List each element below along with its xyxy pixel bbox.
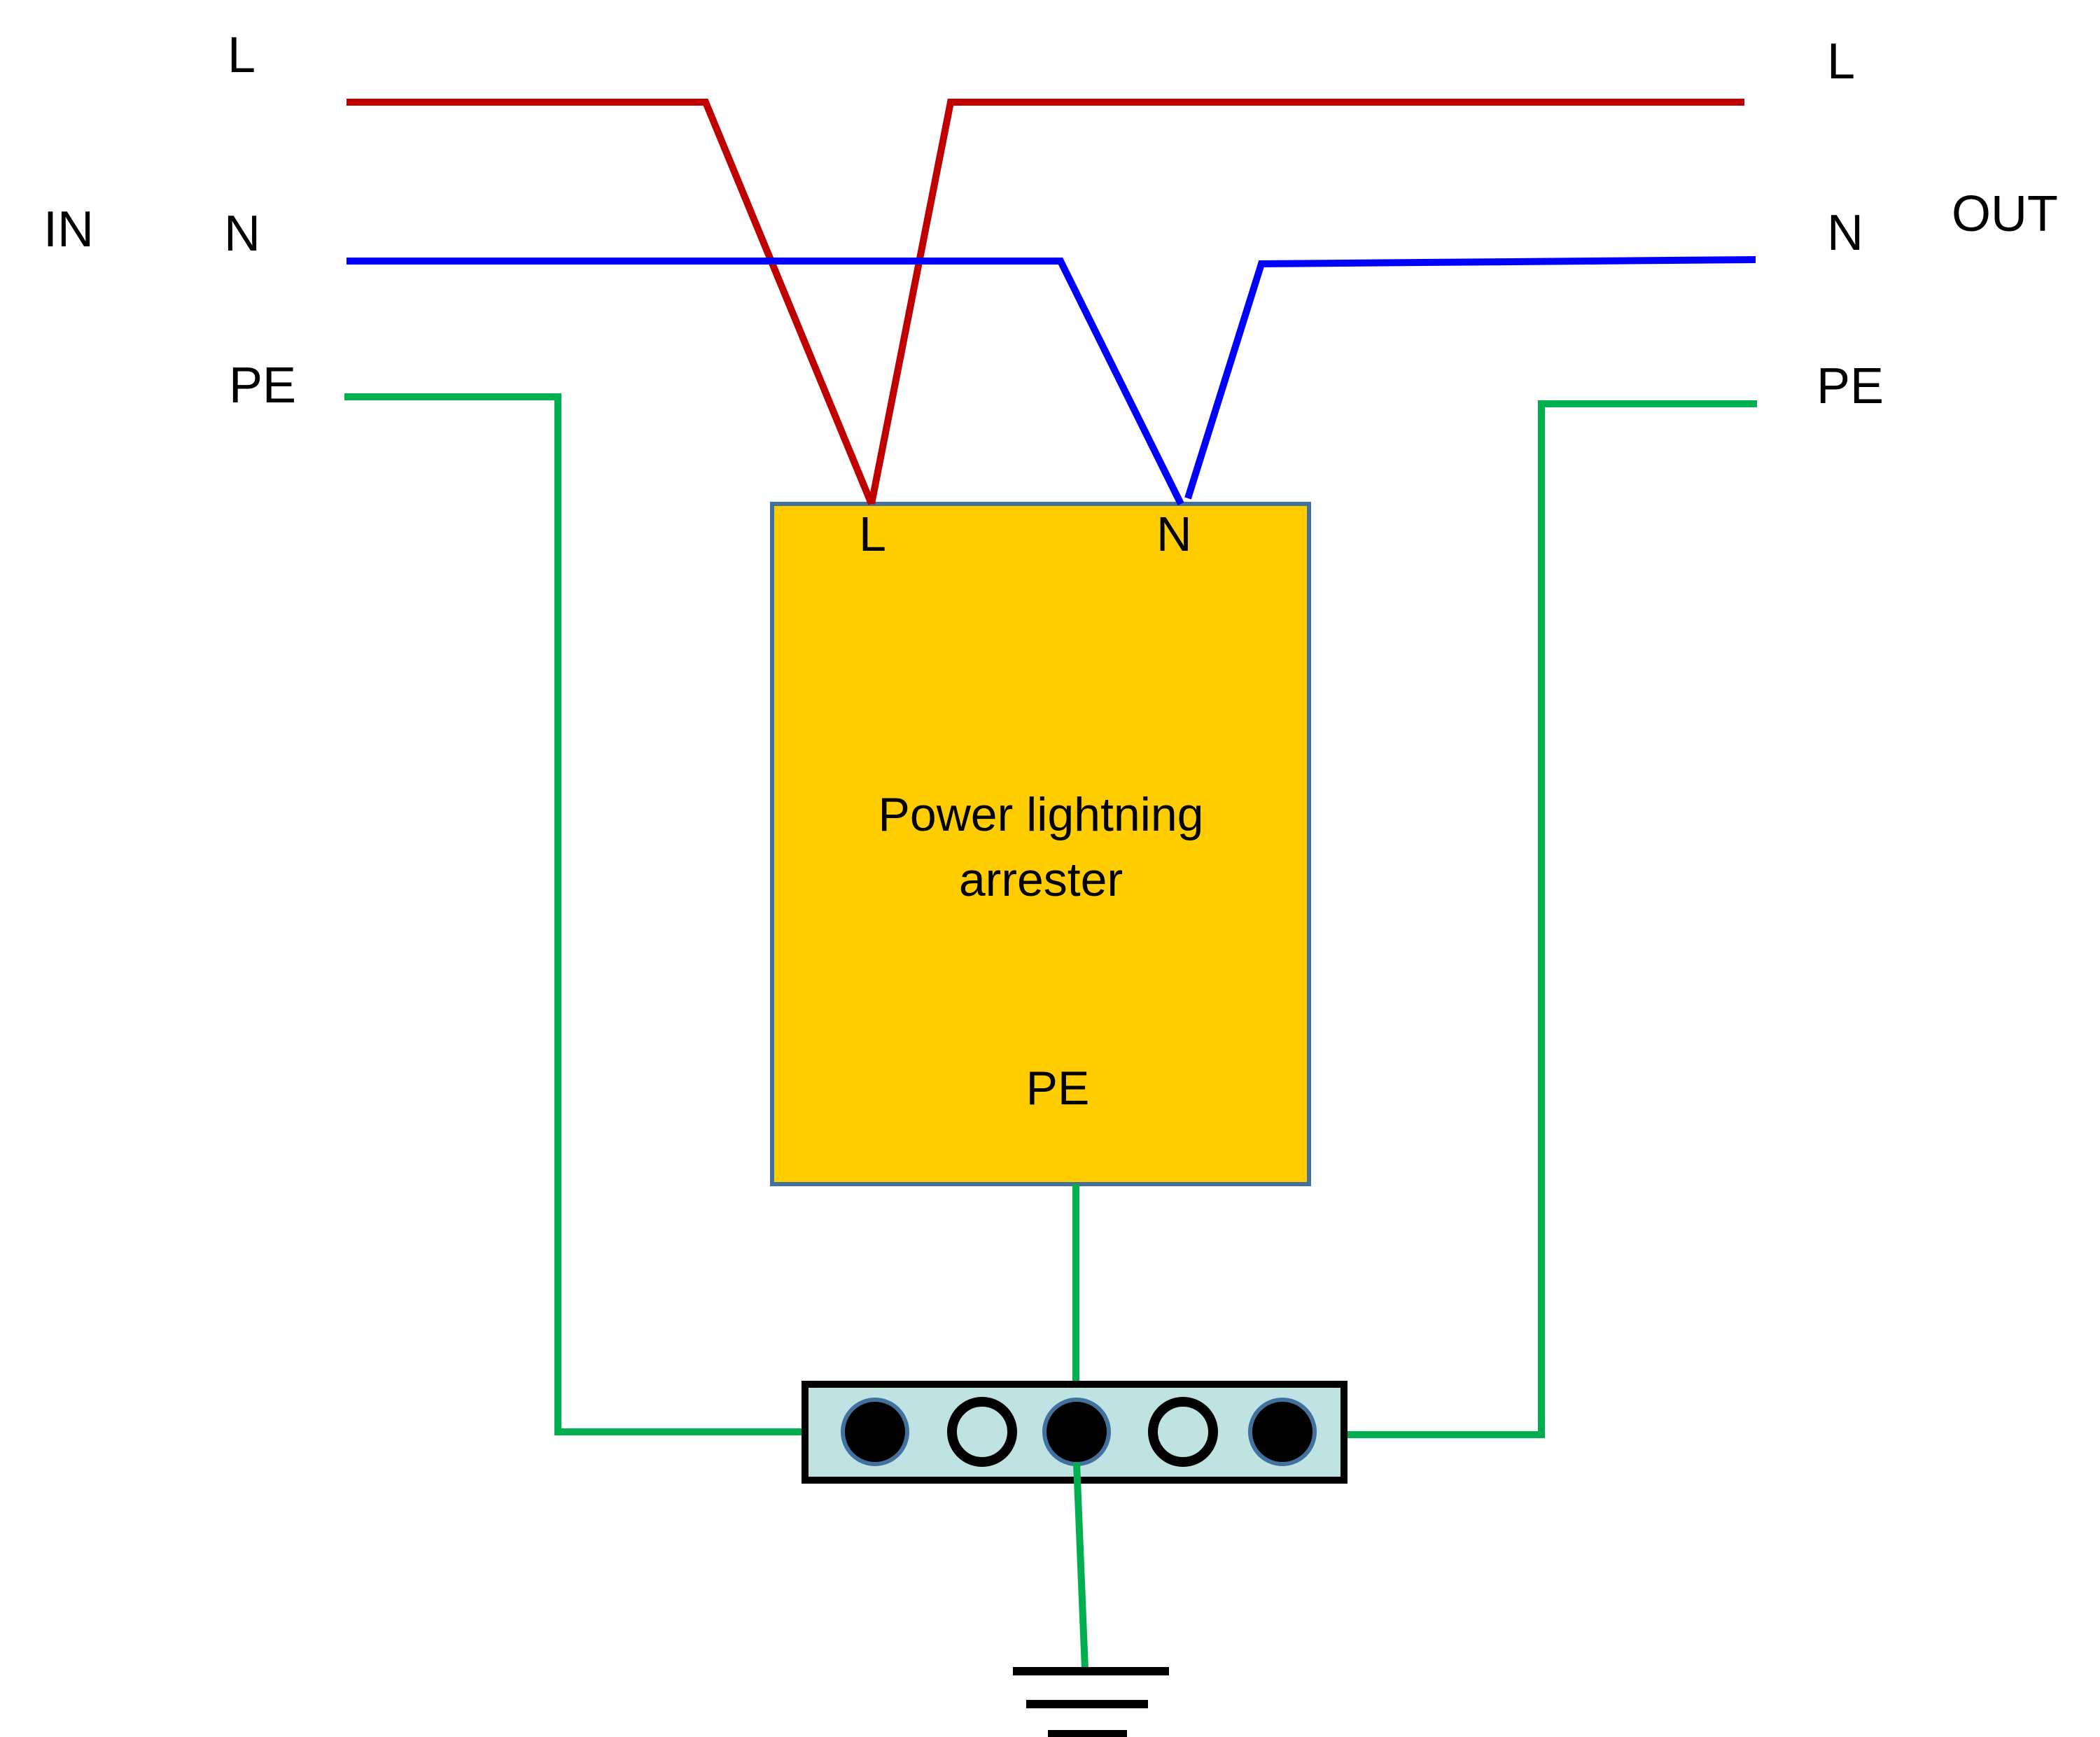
arrester-neutral-terminal-label: N	[1156, 507, 1192, 561]
input-line-label: L	[227, 27, 255, 83]
arrester-name-line-2: arrester	[959, 853, 1123, 906]
arrester-line-terminal-label: L	[859, 507, 886, 561]
bar-terminal-empty	[1148, 1397, 1218, 1467]
neutral-wire-in	[346, 258, 1184, 506]
earth-wire-out	[1320, 400, 1757, 1438]
earth-wire-in	[344, 393, 840, 1435]
arrester-name-line-1: Power lightning	[878, 788, 1204, 841]
output-neutral-label: N	[1827, 205, 1863, 261]
input-earth-label: PE	[229, 358, 296, 414]
bar-terminal-filled	[1042, 1398, 1111, 1466]
output-group-label: OUT	[1952, 186, 2058, 242]
arrester-earth-terminal-label: PE	[1026, 1062, 1090, 1115]
input-group-label: IN	[43, 202, 94, 258]
bar-terminal-filled	[1248, 1398, 1317, 1466]
neutral-wire-out	[1184, 256, 1756, 500]
bar-terminal-filled	[841, 1398, 909, 1466]
ground-wire	[1073, 1462, 1088, 1670]
output-earth-label: PE	[1816, 358, 1884, 414]
line-wire-in	[346, 99, 875, 505]
input-neutral-label: N	[224, 206, 260, 262]
bar-terminal-empty	[947, 1397, 1017, 1467]
line-wire-out	[868, 99, 1744, 505]
arrester-box	[770, 502, 1311, 1186]
output-line-label: L	[1827, 34, 1855, 90]
